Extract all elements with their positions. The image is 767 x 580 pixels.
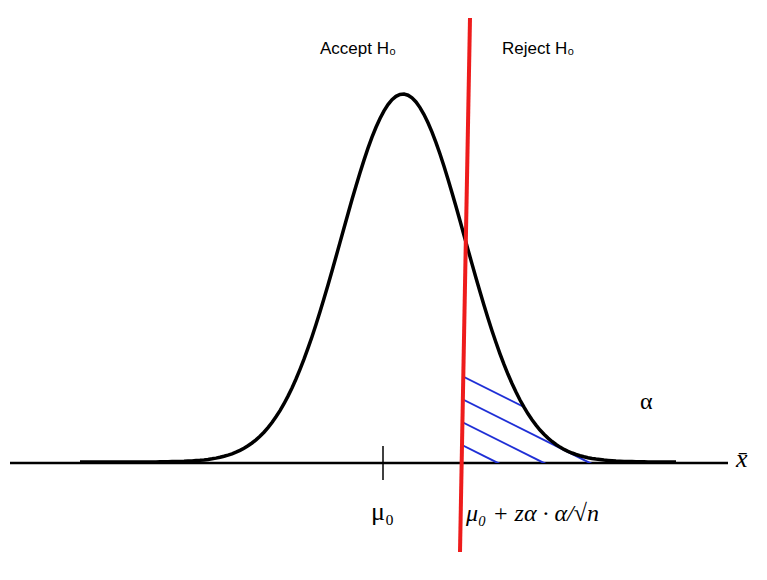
axis-label: x̄ — [736, 445, 748, 474]
hatch-stroke — [456, 465, 656, 565]
hatch-stroke — [452, 440, 652, 540]
mean-label: μ₀ — [371, 498, 394, 527]
critical-line — [460, 18, 470, 552]
region-label: Accept H₀ — [320, 40, 396, 59]
hatch-stroke — [444, 390, 644, 490]
alpha-label: α — [640, 388, 653, 414]
normal-curve — [80, 94, 676, 462]
alpha-hatching — [440, 365, 656, 565]
critical-value-label: μ₀ + zα · α/√n — [466, 500, 599, 526]
mean-tick — [382, 446, 384, 480]
region-label: Reject H₀ — [502, 40, 574, 59]
